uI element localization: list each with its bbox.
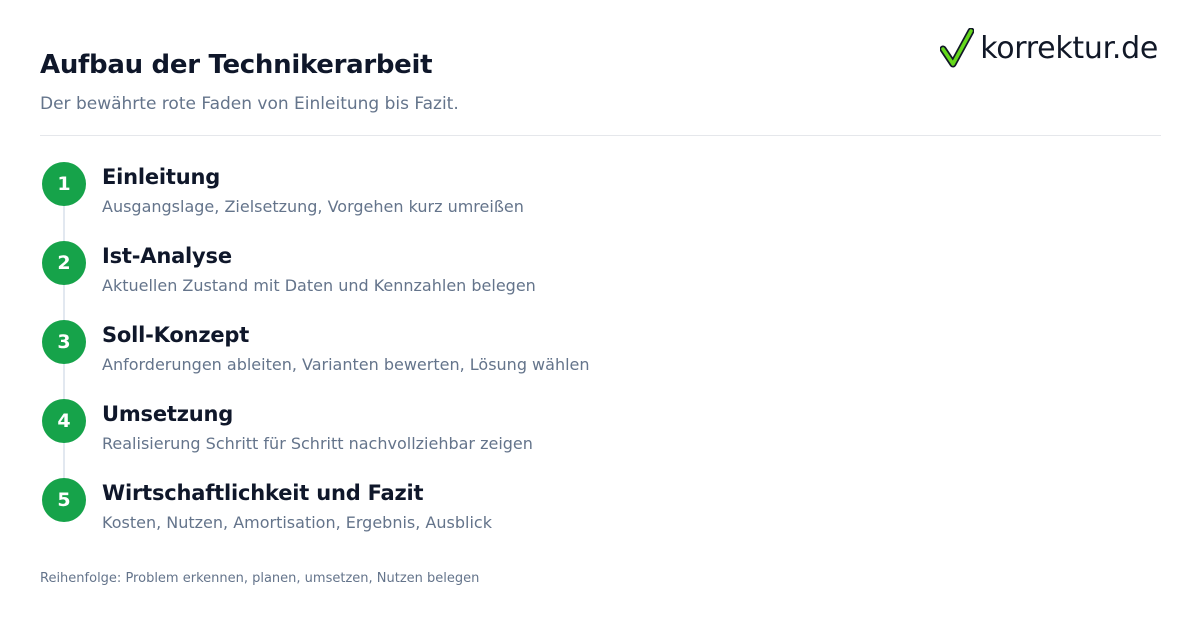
step-description: Aktuellen Zustand mit Daten und Kennzahl… <box>102 276 536 295</box>
step-title: Umsetzung <box>102 402 234 426</box>
brand-logo[interactable]: korrektur.de <box>940 28 1158 68</box>
step-description: Anforderungen ableiten, Varianten bewert… <box>102 355 590 374</box>
checkmark-icon <box>940 28 975 68</box>
step-title: Wirtschaftlichkeit und Fazit <box>102 481 424 505</box>
step-2: 2 Ist-Analyse Aktuellen Zustand mit Date… <box>40 241 1140 311</box>
step-3: 3 Soll-Konzept Anforderungen ableiten, V… <box>40 320 1140 390</box>
step-5: 5 Wirtschaftlichkeit und Fazit Kosten, N… <box>40 478 1140 548</box>
step-title: Ist-Analyse <box>102 244 232 268</box>
step-1: 1 Einleitung Ausgangslage, Zielsetzung, … <box>40 162 1140 232</box>
page-title: Aufbau der Technikerarbeit <box>40 50 433 80</box>
step-title: Soll-Konzept <box>102 323 250 347</box>
step-number-badge: 4 <box>42 399 86 443</box>
step-4: 4 Umsetzung Realisierung Schritt für Sch… <box>40 399 1140 469</box>
step-number-badge: 1 <box>42 162 86 206</box>
footnote: Reihenfolge: Problem erkennen, planen, u… <box>40 571 480 586</box>
step-number-badge: 5 <box>42 478 86 522</box>
step-number-badge: 3 <box>42 320 86 364</box>
step-description: Realisierung Schritt für Schritt nachvol… <box>102 434 533 453</box>
brand-name: korrektur.de <box>980 30 1158 66</box>
step-number-badge: 2 <box>42 241 86 285</box>
step-description: Kosten, Nutzen, Amortisation, Ergebnis, … <box>102 513 492 532</box>
step-description: Ausgangslage, Zielsetzung, Vorgehen kurz… <box>102 197 524 216</box>
step-title: Einleitung <box>102 165 221 189</box>
header-divider <box>40 135 1161 136</box>
page-subtitle: Der bewährte rote Faden von Einleitung b… <box>40 94 459 114</box>
